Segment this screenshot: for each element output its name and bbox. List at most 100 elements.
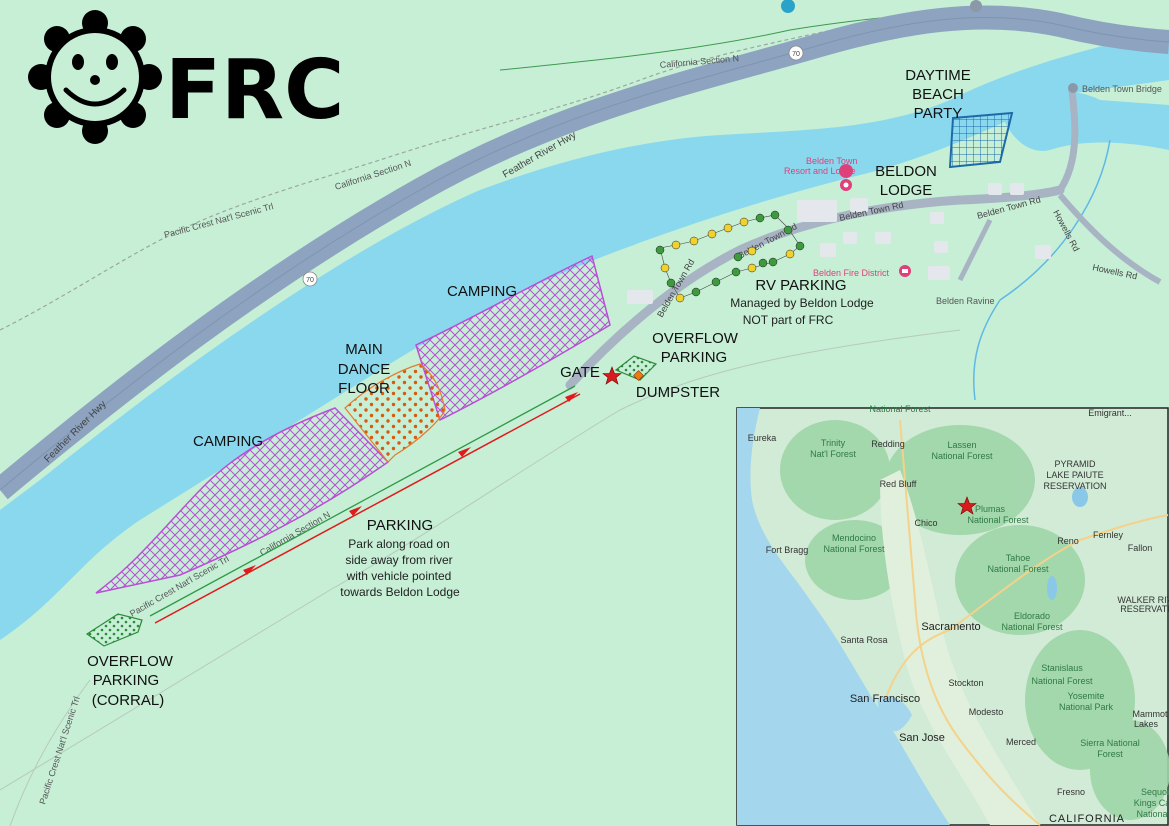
overflow-parking-east: [614, 355, 658, 381]
parking-arrows: [243, 392, 578, 575]
inset-place-label: Mammot: [1132, 709, 1168, 719]
inset-place-label: National Forest: [1001, 622, 1063, 632]
parking-note-1: Park along road on: [348, 537, 449, 551]
overflow-parking-corral: [85, 613, 143, 647]
rv-note-1: Managed by Beldon Lodge: [730, 296, 874, 310]
inset-place-label: National Forest: [987, 564, 1049, 574]
svg-text:70: 70: [792, 51, 800, 58]
inset-place-label: Fernley: [1093, 530, 1124, 540]
inset-state-label: CALIFORNIA: [1049, 813, 1125, 825]
parking-road-red: [154, 393, 581, 624]
belden-resort-label-2: Resort and Lodge: [784, 166, 856, 176]
inset-place-label: RESERVATI: [1120, 604, 1169, 614]
feather-river: [0, 30, 1169, 640]
pacific-crest-trail-north: [0, 19, 881, 331]
inset-place-label: Trinity: [821, 438, 846, 448]
svg-text:70: 70: [306, 277, 314, 284]
resort-pin-icon: [839, 164, 854, 196]
inset-place-label: Plumas: [975, 504, 1006, 514]
overflow-east-label-1: OVERFLOW: [652, 330, 739, 347]
inset-place-label: Tahoe: [1006, 553, 1031, 563]
parking-label: PARKING: [367, 517, 433, 534]
inset-place-label: Red Bluff: [880, 479, 917, 489]
river-east-branch: [1000, 91, 1169, 151]
rv-parking-label: RV PARKING: [755, 277, 846, 294]
inset-place-label: Lakes: [1134, 719, 1159, 729]
route-70-shield: 70 70: [302, 45, 804, 287]
location-star-icon: [957, 496, 977, 515]
dance-floor-label-2: DANCE: [338, 361, 391, 378]
parking-note-3: with vehicle pointed: [346, 569, 452, 583]
stream-east: [972, 139, 1111, 401]
buildings: [627, 183, 1051, 304]
overflow-corral-label-1: OVERFLOW: [87, 653, 174, 670]
inset-place-label: Modesto: [969, 707, 1004, 717]
inset-city-label: Sacramento: [921, 621, 980, 633]
inset-place-label: PYRAMID: [1054, 459, 1096, 469]
main-dance-floor: [344, 363, 446, 463]
trail-southwest: [9, 679, 91, 826]
logo-text: FRC: [165, 43, 344, 138]
beach-party-label-2: BEACH: [912, 86, 964, 103]
inset-place-label: Kings Ca: [1134, 798, 1169, 808]
camping-west-label: CAMPING: [193, 433, 263, 450]
parking-road-green: [149, 385, 576, 617]
sun-face-icon: [28, 10, 162, 144]
inset-place-label: Chico: [914, 518, 937, 528]
inset-place-label: Stockton: [948, 678, 983, 688]
inset-place-label: Fresno: [1057, 787, 1085, 797]
parking-note-4: towards Beldon Lodge: [340, 585, 460, 599]
highway-centerline: [0, 16, 1169, 491]
overflow-corral-label-3: (CORRAL): [92, 692, 165, 709]
inset-place-label: Sierra National: [1080, 738, 1140, 748]
inset-city-label: San Jose: [899, 732, 945, 744]
green-path-top: [499, 17, 881, 71]
overflow-corral-label-2: PARKING: [93, 672, 159, 689]
inset-place-label: National Forest: [967, 515, 1029, 525]
inset-place-label: WALKER RIV: [1117, 595, 1169, 605]
gate-label: GATE: [560, 364, 600, 381]
gate-star-icon: [602, 366, 622, 385]
overflow-east-label-2: PARKING: [661, 349, 727, 366]
inset-place-label: LAKE PAIUTE: [1046, 470, 1103, 480]
belden-fire-label: Belden Fire District: [813, 268, 890, 278]
inset-place-label: Stanislaus: [1041, 663, 1083, 673]
inset-place-label: National Forest: [931, 451, 993, 461]
parking-note-2: side away from river: [345, 553, 452, 567]
inset-place-label: Fort Bragg: [766, 545, 809, 555]
inset-place-label: Lassen: [947, 440, 976, 450]
inset-place-label: Nat'l Forest: [810, 449, 856, 459]
frc-logo: FRC: [28, 10, 344, 144]
side-road-ravine: [957, 218, 993, 282]
daytime-beach-party-area: [948, 111, 1014, 169]
inset-place-label: RESERVATION: [1043, 481, 1106, 491]
dumpster-icon: [633, 370, 644, 381]
belden-ravine-label: Belden Ravine: [936, 296, 995, 306]
beldon-lodge-label-2: LODGE: [880, 182, 933, 199]
dumpster-label: DUMPSTER: [636, 384, 720, 401]
inset-place-label: National Forest: [1031, 676, 1093, 686]
beach-party-label-3: PARTY: [914, 105, 963, 122]
inset-place-label: Mendocino: [832, 533, 876, 543]
inset-place-label: Redding: [871, 439, 905, 449]
inset-place-label: Merced: [1006, 737, 1036, 747]
fire-district-icon: [899, 265, 911, 277]
dance-floor-label-3: FLOOR: [338, 380, 390, 397]
inset-place-label: Emigrant...: [1088, 408, 1132, 418]
inset-place-label: Eldorado: [1014, 611, 1050, 621]
inset-place-label: Nationa: [1136, 809, 1167, 819]
camping-east-label: CAMPING: [447, 283, 517, 300]
inset-place-label: Forest: [1097, 749, 1123, 759]
beldon-lodge-label-1: BELDON: [875, 163, 937, 180]
belden-bridge-label: Belden Town Bridge: [1082, 84, 1162, 94]
inset-place-label: National Park: [1059, 702, 1114, 712]
belden-town-road-north: [1057, 89, 1079, 192]
camping-area-east: [415, 254, 611, 422]
map-pin-icon: [781, 0, 982, 13]
belden-town-road: [565, 185, 1065, 390]
beach-party-label-1: DAYTIME: [905, 67, 971, 84]
belden-resort-label-1: Belden Town: [806, 156, 857, 166]
camping-area-west: [95, 407, 390, 594]
